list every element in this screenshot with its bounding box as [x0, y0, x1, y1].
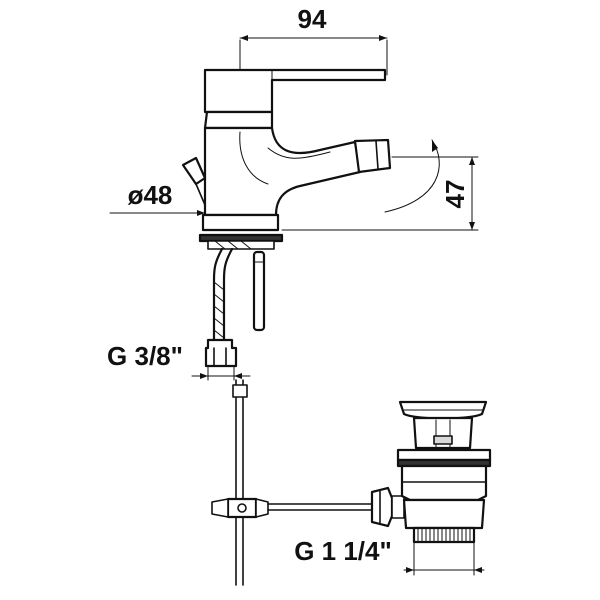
faucet-body	[181, 68, 392, 250]
rigid-tube	[252, 250, 266, 332]
hose-fitting-nut	[204, 338, 238, 368]
connector-screw	[237, 503, 247, 513]
popup-rod	[195, 183, 206, 206]
nut-hatch-1	[214, 240, 226, 250]
flex-hose-left-inner	[222, 247, 234, 342]
spout-nozzle	[353, 138, 392, 174]
body-contour-2	[267, 147, 331, 159]
stem-grip	[433, 435, 453, 445]
diameter-48-label: ø48	[128, 180, 173, 210]
body-contour-1	[239, 131, 269, 185]
dimension-47: 47	[281, 139, 479, 231]
hose-braid	[213, 281, 225, 339]
waste-thread-label: G 1 1/4"	[294, 536, 392, 566]
drain-body-upper	[400, 464, 488, 502]
arrow-g38-right	[234, 373, 242, 379]
base-collar	[201, 213, 280, 232]
hose-thread-label: G 3/8"	[107, 341, 183, 371]
cartridge-housing	[203, 110, 274, 130]
drain-body-lower	[402, 498, 486, 530]
arrow-left	[240, 35, 248, 41]
pivot-stem	[391, 495, 405, 519]
arrow-right	[379, 35, 387, 41]
arrow-top	[469, 157, 475, 165]
dimension-diameter-48: ø48	[109, 180, 206, 216]
mounting-nut	[207, 240, 275, 250]
waste-drain-assembly: G 1 1/4"	[294, 400, 492, 576]
swivel-arc	[384, 139, 440, 213]
dimension-94: 94	[239, 4, 388, 76]
arrow-g114-right	[474, 567, 482, 573]
threaded-tail	[412, 526, 476, 544]
popup-knob	[181, 156, 207, 186]
flex-hose-left-outer	[212, 247, 224, 342]
nozzle-ring	[375, 140, 379, 170]
arrow-g38-left	[200, 373, 208, 379]
lever-handle	[203, 68, 387, 114]
dimension-47-label: 47	[440, 180, 470, 209]
plug-stem	[412, 416, 474, 450]
nut-hatch-3	[240, 240, 252, 250]
arrow-bottom	[469, 222, 475, 230]
drain-flange	[396, 448, 492, 462]
connector-right-clip	[255, 498, 269, 518]
main-body	[203, 126, 362, 217]
dimension-94-label: 94	[298, 4, 327, 34]
arrow-g114-left	[406, 567, 414, 573]
connector-left-clip	[211, 498, 229, 518]
base-plate	[198, 233, 284, 243]
swivel-arrow	[432, 140, 438, 152]
thread-lines	[417, 527, 471, 543]
pivot-nut	[370, 486, 394, 528]
arrow-diameter	[197, 210, 205, 216]
supply-hoses: G 3/8"	[107, 247, 266, 381]
rod-clip	[232, 384, 248, 398]
nut-hatch-2	[227, 240, 239, 250]
popup-linkage	[211, 379, 405, 586]
